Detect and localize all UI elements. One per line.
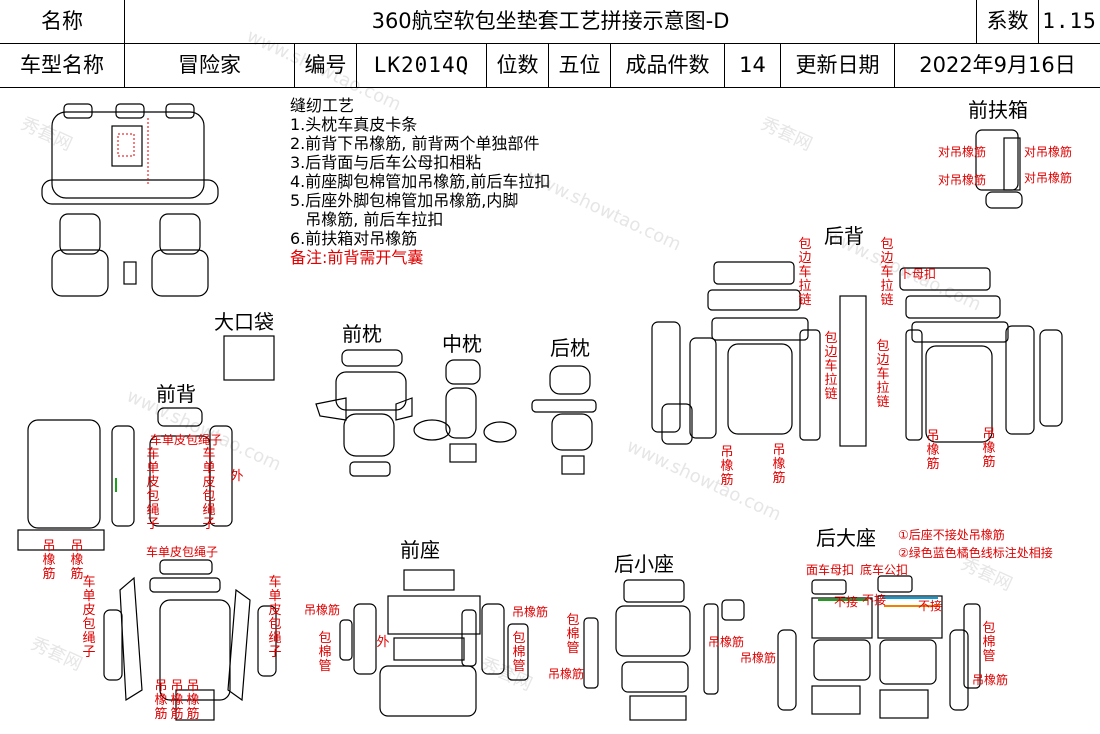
craft-remark: 备注:前背需开气囊	[290, 248, 424, 267]
annotation-single-leather-rope: 车单皮包绳子	[82, 575, 96, 660]
annotation-single-leather-rope: 车单皮包绳子	[146, 545, 219, 559]
annotation-bottom-snap: 底车公扣	[860, 563, 909, 577]
front-headrest-pieces	[315, 349, 413, 477]
pieces-value: 14	[725, 44, 781, 88]
rear-big-seat-pieces	[777, 575, 981, 719]
craft-title: 缝纫工艺	[290, 96, 355, 115]
annotation-single-leather-rope: 车单皮包绳子	[202, 447, 216, 532]
annotation-elastic: 吊橡筋	[512, 605, 549, 619]
model-value: 冒险家	[125, 44, 295, 88]
annotation-no-joint: 不接	[918, 599, 943, 613]
craft-item: 6.前扶箱对吊橡筋	[290, 229, 418, 248]
section-front-back: 前背	[156, 382, 196, 406]
annotation-elastic: 吊橡筋	[70, 539, 84, 582]
annotation-outer: 外	[376, 635, 390, 650]
annotation-edge-zipper: 包边车拉链	[876, 339, 890, 410]
annotation-no-joint: 不接	[862, 593, 887, 607]
update-label: 更新日期	[781, 44, 895, 88]
craft-item: 4.前座脚包棉管加吊橡筋,前后车拉扣	[290, 172, 551, 191]
annotation-pair-elastic: 对吊橡筋	[1024, 171, 1073, 185]
stitch-marker	[117, 133, 135, 157]
annotation-elastic: 吊橡筋	[304, 603, 341, 617]
annotation-elastic: 吊橡筋	[772, 443, 786, 486]
annotation-edge-zipper: 包边车拉链	[798, 237, 812, 308]
annotation-single-leather-rope: 车单皮包绳子	[268, 575, 282, 660]
front-armrest-pieces	[975, 129, 1023, 209]
coef-value: 1.15	[1039, 0, 1100, 44]
big-pocket-piece	[223, 335, 275, 381]
section-rear-back: 后背	[824, 224, 864, 248]
annotation-elastic: 吊橡筋	[42, 539, 56, 582]
annotation-elastic: 吊橡筋	[170, 679, 184, 722]
annotation-elastic: 吊橡筋	[154, 679, 168, 722]
annotation-wrap-pipe: 包棉管	[982, 621, 996, 664]
annotation-face-snap: 面车母扣	[806, 563, 855, 577]
section-front-seat: 前座	[400, 538, 440, 562]
update-value: 2022年9月16日	[895, 44, 1100, 88]
legend-item: ①后座不接处吊橡筋	[898, 528, 1005, 542]
annotation-elastic: 吊橡筋	[720, 445, 734, 488]
craft-notes: 缝纫工艺 1.头枕车真皮卡条 2.前背下吊橡筋, 前背两个单独部件 3.后背面与…	[290, 96, 550, 267]
front-seat-pieces	[103, 559, 529, 721]
pieces-label: 成品件数	[611, 44, 725, 88]
annotation-edge-zipper: 包边车拉链	[824, 331, 838, 402]
code-label: 编号	[295, 44, 357, 88]
section-front-armrest: 前扶箱	[968, 98, 1028, 122]
annotation-elastic: 吊橡筋	[708, 635, 745, 649]
craft-item: 吊橡筋, 前后车拉扣	[290, 210, 444, 229]
section-front-headrest: 前枕	[342, 322, 382, 346]
model-label: 车型名称	[0, 44, 125, 88]
section-big-pocket: 大口袋	[214, 310, 274, 334]
annotation-wrap-pipe: 包棉管	[566, 613, 580, 656]
name-label: 名称	[0, 0, 125, 44]
annotation-elastic: 吊橡筋	[926, 429, 940, 472]
document-title: 360航空软包坐垫套工艺拼接示意图-D	[125, 0, 977, 44]
rear-small-seat-pieces	[583, 579, 745, 721]
section-rear-small-seat: 后小座	[614, 552, 674, 576]
seat-overview	[41, 103, 219, 297]
annotation-elastic: 吊橡筋	[740, 651, 777, 665]
rear-headrest-pieces	[531, 365, 597, 475]
section-middle-headrest: 中枕	[442, 332, 482, 356]
seats-label: 位数	[487, 44, 549, 88]
annotation-no-joint: 不接	[834, 595, 859, 609]
craft-item: 5.后座外脚包棉管加吊橡筋,内脚	[290, 191, 519, 210]
middle-headrest-pieces	[413, 359, 517, 463]
annotation-pair-elastic: 对吊橡筋	[938, 145, 987, 159]
annotation-wrap-pipe: 包棉管	[318, 631, 332, 674]
annotation-edge-zipper: 包边车拉链	[880, 237, 894, 308]
annotation-pair-elastic: 对吊橡筋	[938, 173, 987, 187]
craft-item: 1.头枕车真皮卡条	[290, 115, 418, 134]
legend-item: ②绿色蓝色橘色线标注处相接	[898, 546, 1053, 560]
annotation-elastic: 吊橡筋	[548, 667, 585, 681]
craft-item: 2.前背下吊橡筋, 前背两个单独部件	[290, 134, 540, 153]
annotation-wrap-pipe: 包棉管	[512, 631, 526, 674]
annotation-elastic: 吊橡筋	[972, 673, 1009, 687]
code-value: LK2014Q	[357, 44, 487, 88]
annotation-pair-elastic: 对吊橡筋	[1024, 145, 1073, 159]
annotation-snap: 卜母扣	[900, 267, 937, 281]
annotation-outer: 外	[230, 469, 244, 484]
annotation-elastic: 吊橡筋	[186, 679, 200, 722]
annotation-single-leather-rope: 车单皮包绳子	[146, 447, 160, 532]
section-rear-big-seat: 后大座	[816, 526, 876, 550]
section-rear-headrest: 后枕	[550, 336, 590, 360]
front-back-pieces	[17, 407, 233, 551]
header-table: 名称 360航空软包坐垫套工艺拼接示意图-D 系数 1.15 车型名称 冒险家 …	[0, 0, 1100, 88]
annotation-elastic: 吊橡筋	[982, 427, 996, 470]
rear-back-pieces	[651, 261, 1063, 447]
coef-label: 系数	[977, 0, 1039, 44]
annotation-single-leather-rope: 车单皮包绳子	[150, 433, 223, 447]
craft-item: 3.后背面与后车公母扣相粘	[290, 153, 482, 172]
seats-value: 五位	[549, 44, 611, 88]
